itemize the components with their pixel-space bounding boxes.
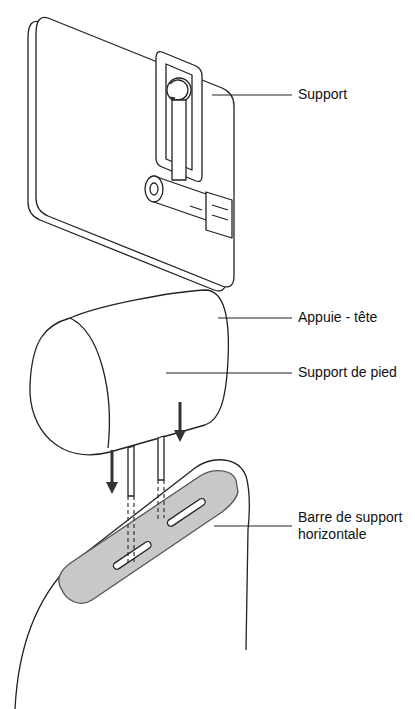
leader-line (166, 373, 292, 374)
part-label: Barre de support horizontale (296, 509, 412, 544)
down-arrow (179, 402, 182, 436)
support-bar (59, 471, 238, 604)
bracket-arm (154, 176, 212, 222)
bracket-arm-end (145, 176, 163, 202)
leader-line (218, 318, 292, 319)
bracket-clip (206, 192, 232, 238)
insert-guide (158, 480, 164, 522)
part-label: Support de pied (296, 364, 399, 382)
monitor-back (36, 17, 234, 287)
bar-slot (112, 540, 152, 570)
bracket-stem (172, 100, 186, 180)
bracket-clip-detail (190, 205, 228, 220)
post (158, 436, 164, 480)
part-label: Support (296, 86, 349, 104)
post (128, 446, 134, 496)
leader-line (214, 526, 292, 527)
bracket-plate (156, 52, 202, 182)
headrest (30, 290, 228, 455)
part-label: Appuie - tête (296, 309, 379, 327)
bracket-knob (167, 78, 191, 102)
bracket-arm-hole (150, 183, 158, 195)
down-arrow (111, 450, 114, 488)
rotation-arrow (170, 80, 188, 100)
seat-back (15, 460, 249, 709)
insert-guide (128, 496, 134, 566)
leader-line (212, 95, 292, 96)
bar-slot (166, 497, 206, 527)
headrest-face (70, 318, 109, 448)
